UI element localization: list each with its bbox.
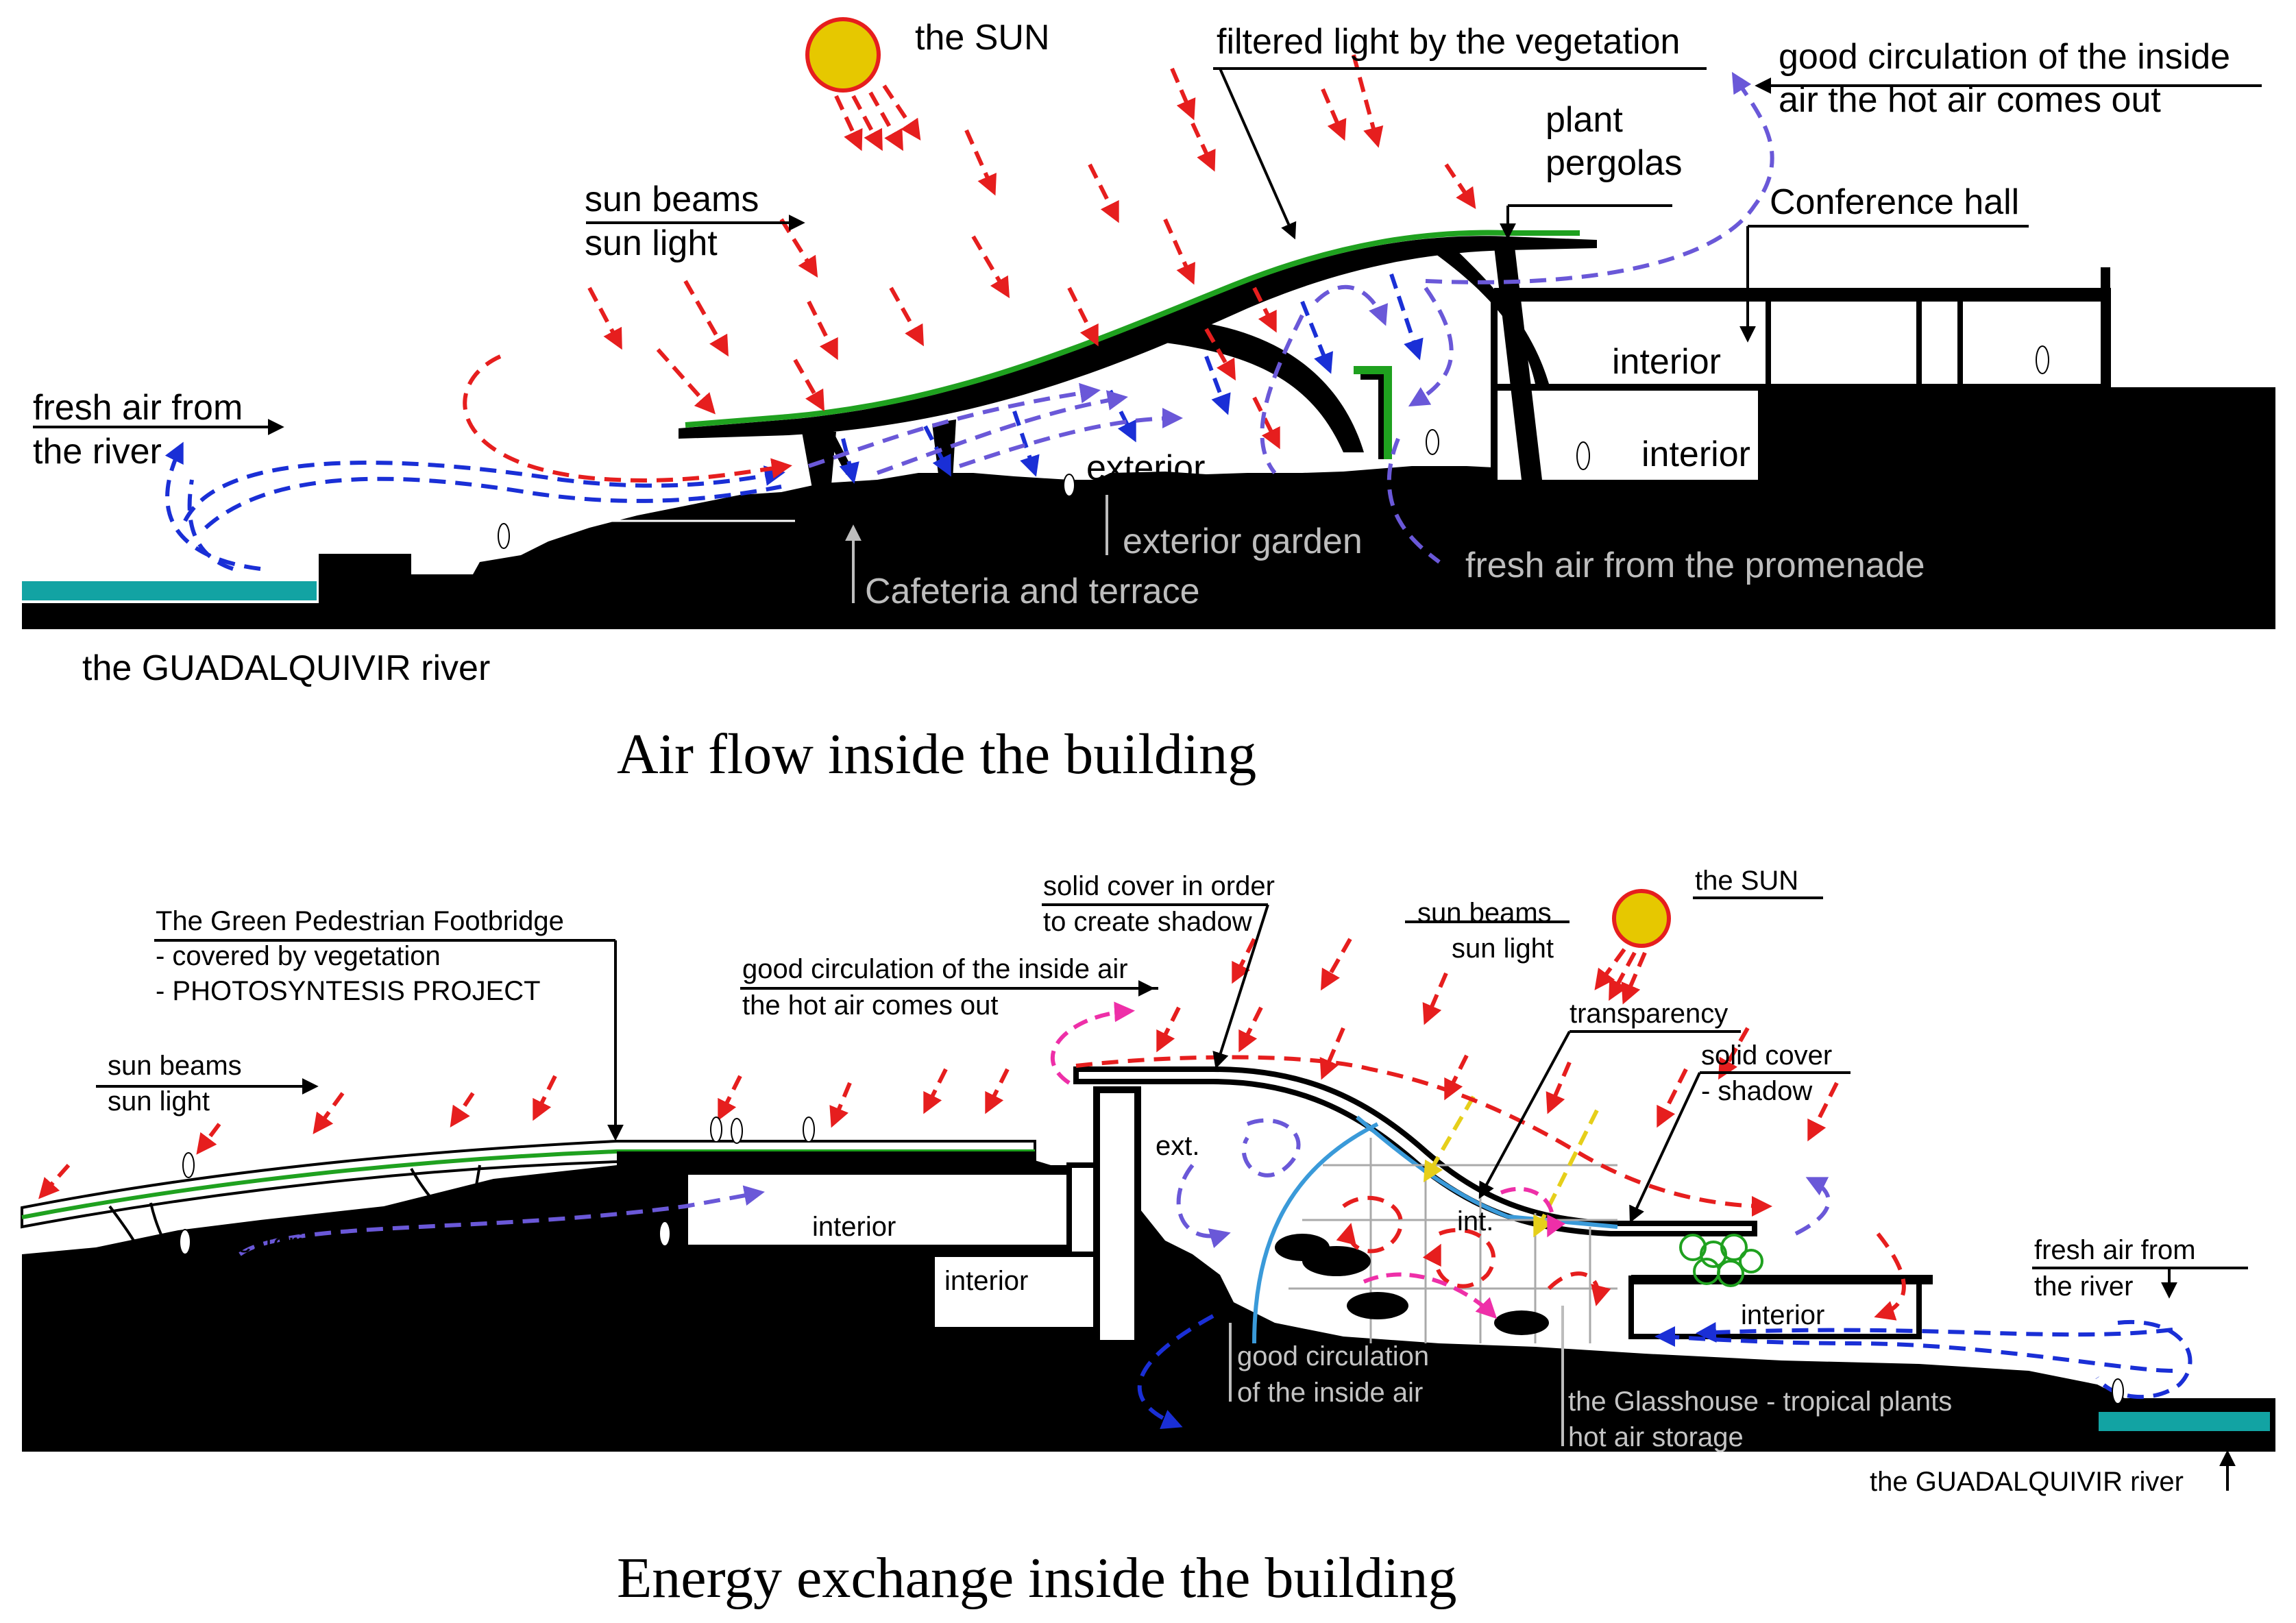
label-river: the GUADALQUIVIR river [82,648,490,688]
label-exterior: exterior [1086,448,1205,488]
label-good-circulation-b: of the inside air [1237,1378,1423,1408]
label-glasshouse-1: the Glasshouse - tropical plants [1568,1387,1952,1417]
ground-mass-2 [22,1158,2275,1452]
energy-exchange-section: The Green Pedestrian Footbridge - covere… [21,866,2275,1610]
label-fresh-air-river-2: the river [2034,1271,2134,1302]
label-solid-cover-1: solid cover in order [1043,871,1275,901]
label-sun-beams: sun beams [585,180,759,219]
label-river-2: the GUADALQUIVIR river [1870,1467,2184,1497]
label-exterior-garden: exterior garden [1123,522,1363,561]
label-sun-light-left: sun light [108,1086,210,1116]
label-good-circulation-2: air the hot air comes out [1779,80,2161,120]
label-conference-hall: Conference hall [1770,182,2019,222]
label-plant: plant [1546,100,1623,140]
people-silhouettes [498,345,2049,549]
sun-icon-2 [1612,889,1671,948]
label-sun-beams-right: sun beams [1417,898,1552,928]
label-fresh-air-river-2: the river [33,432,162,472]
label-fresh-air-river-1: fresh air from [2034,1235,2196,1265]
label-int: int. [1457,1206,1493,1236]
label-good-circulation-a: good circulation [1237,1341,1429,1371]
label-footbridge-1: The Green Pedestrian Footbridge [156,906,564,936]
label-sun-2: the SUN [1695,866,1798,896]
vegetation-strip [685,230,1580,428]
river-water [22,581,317,600]
airflow-arrows [164,71,1774,571]
ground-mass [22,387,2275,629]
label-filtered-light: filtered light by the vegetation [1217,22,1680,62]
sun-ray-group-2 [1594,948,1647,1005]
sun-beam-field [587,54,1476,450]
sun-ray-group [834,84,921,151]
caption-energy-exchange: Energy exchange inside the building [617,1546,1456,1610]
leader-lines-2 [96,896,2248,1491]
footbridge-supports [108,1164,481,1256]
label-interior-a: interior [812,1212,896,1242]
label-cafeteria-terrace: Cafeteria and terrace [865,572,1200,611]
river-water-2 [2099,1412,2270,1431]
caption-air-flow: Air flow inside the building [617,722,1256,786]
people-silhouettes-2 [179,1116,2124,1404]
green-roof-canopy [679,236,1597,439]
label-solid-cover-2: to create shadow [1043,907,1252,937]
air-flow-section: the SUN filtered light by the vegetation… [22,17,2275,786]
footbridge-vegetation [21,1149,1035,1219]
label-exterior-road: exterior road [236,1228,391,1258]
label-solid-cover-b2: - shadow [1701,1076,1812,1106]
label-sun-beams-left: sun beams [108,1051,242,1081]
label-circulation-2: the hot air comes out [742,990,999,1021]
label-fresh-air-river-1: fresh air from [33,388,243,428]
label-sun-light-right: sun light [1452,933,1554,964]
label-circulation-1: good circulation of the inside air [742,954,1128,984]
label-pergolas: pergolas [1546,143,1682,183]
label-good-circulation-1: good circulation of the inside [1779,37,2230,77]
label-interior-upper: interior [1612,342,1721,382]
glasshouse-roof [1073,1066,1757,1236]
label-fresh-air-promenade: fresh air from the promenade [1465,546,1925,585]
label-transparency: transparency [1570,999,1728,1029]
label-footbridge-2: - covered by vegetation [156,941,441,971]
label-footbridge-3: - PHOTOSYNTESIS PROJECT [156,976,541,1006]
transparency-rays [1423,1095,1599,1238]
conference-hall-building [1491,267,2111,487]
interior-box-c [1628,1276,1922,1339]
sun-icon [805,17,881,93]
label-interior-b: interior [944,1266,1028,1296]
label-sun-light: sun light [585,223,718,263]
label-sun: the SUN [915,18,1050,58]
leader-lines [33,67,2262,603]
label-interior-lower: interior [1641,435,1750,474]
green-shrubs [1679,1234,1763,1287]
label-ext: ext. [1156,1131,1199,1161]
filtered-light-rays [839,273,1424,484]
label-glasshouse-2: hot air storage [1568,1422,1744,1452]
label-interior-c: interior [1741,1300,1824,1330]
tropical-plants [1275,1234,1549,1335]
label-solid-cover-b1: solid cover [1701,1040,1832,1071]
sun-beam-field-2 [38,938,1839,1199]
